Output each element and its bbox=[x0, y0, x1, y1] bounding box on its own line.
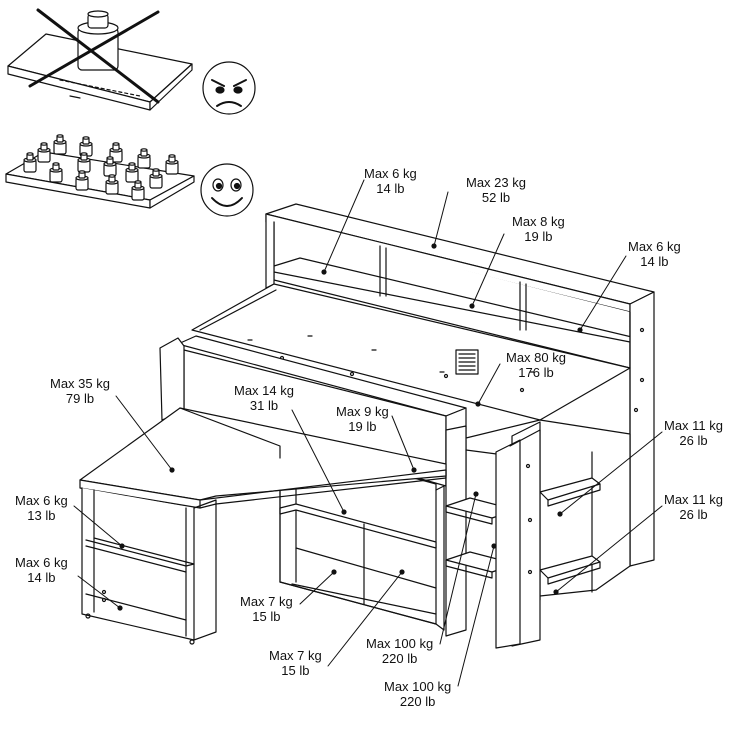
weight-icon bbox=[137, 148, 151, 169]
weight-icon bbox=[103, 156, 117, 177]
load-point-dot bbox=[557, 511, 563, 517]
smiling-face-icon bbox=[200, 163, 254, 217]
leader-line bbox=[391, 415, 415, 471]
load-point-dot bbox=[473, 491, 479, 497]
load-point-dot bbox=[431, 243, 437, 249]
leader-line bbox=[115, 395, 173, 471]
weight-icon bbox=[23, 152, 37, 173]
weights-on-center-crossed-icon bbox=[7, 8, 193, 111]
load-point-dot bbox=[577, 327, 583, 333]
leader-line bbox=[433, 191, 449, 247]
load-point-dot bbox=[119, 543, 125, 549]
weight-icon bbox=[37, 142, 51, 163]
leader-line bbox=[327, 571, 403, 667]
desk-unit bbox=[79, 407, 447, 645]
load-point-dot bbox=[469, 303, 475, 309]
center-cube-shelf bbox=[269, 445, 445, 631]
load-point-dot bbox=[331, 569, 337, 575]
load-point-dot bbox=[491, 543, 497, 549]
load-points bbox=[117, 243, 583, 611]
load-point-dot bbox=[117, 605, 123, 611]
leader-line bbox=[579, 255, 627, 331]
load-point-dot bbox=[169, 467, 175, 473]
leader-line bbox=[471, 233, 505, 307]
leader-line bbox=[323, 179, 365, 273]
leader-line bbox=[477, 363, 501, 405]
load-point-dot bbox=[411, 467, 417, 473]
load-point-dot bbox=[399, 569, 405, 575]
weight-icon bbox=[53, 134, 67, 155]
leader-line bbox=[559, 431, 663, 515]
leader-line bbox=[73, 505, 123, 547]
weight-group bbox=[23, 134, 179, 201]
bed-headboard-unit bbox=[265, 203, 655, 567]
weight-icon bbox=[75, 170, 89, 191]
weight-icon bbox=[49, 162, 63, 183]
load-point-dot bbox=[475, 401, 481, 407]
load-point-dot bbox=[341, 509, 347, 515]
leader-line bbox=[555, 505, 663, 593]
weight-icon bbox=[125, 162, 139, 183]
leader-line bbox=[77, 575, 121, 609]
leader-line bbox=[291, 409, 345, 513]
leader-line bbox=[457, 545, 495, 687]
angry-face-icon bbox=[202, 61, 256, 115]
weight-icon bbox=[105, 174, 119, 195]
weight-icon bbox=[149, 168, 163, 189]
load-point-dot bbox=[553, 589, 559, 595]
leader-line bbox=[299, 571, 335, 605]
leader-line bbox=[439, 493, 477, 645]
weight-icon bbox=[131, 180, 145, 201]
load-point-dot bbox=[321, 269, 327, 275]
weight-icon bbox=[165, 154, 179, 175]
bed-side-panel bbox=[445, 327, 645, 649]
leader-lines bbox=[73, 179, 663, 687]
